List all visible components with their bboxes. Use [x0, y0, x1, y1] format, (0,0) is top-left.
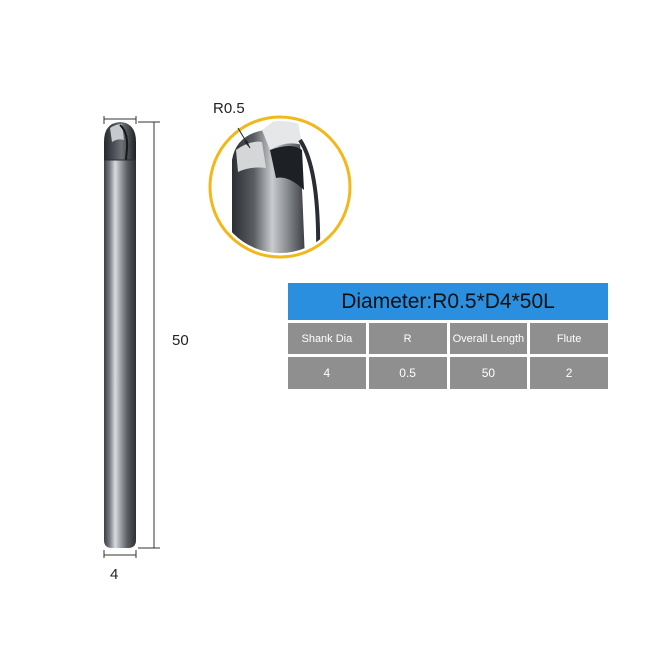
value-overall-length: 50	[449, 357, 528, 389]
value-shank-dia: 4	[288, 357, 366, 389]
value-flute: 2	[530, 357, 608, 389]
spec-table-header-row: Shank Dia R Overall Length Flute	[288, 323, 608, 354]
header-shank-dia: Shank Dia	[288, 323, 366, 354]
radius-callout-label: R0.5	[213, 100, 245, 117]
dimension-lines	[103, 116, 160, 558]
spec-table: Diameter:R0.5*D4*50L Shank Dia R Overall…	[288, 283, 608, 389]
header-r: R	[368, 323, 447, 354]
header-flute: Flute	[530, 323, 608, 354]
header-overall-length: Overall Length	[449, 323, 528, 354]
diameter-dimension-label: 4	[110, 566, 119, 583]
spec-table-title: Diameter:R0.5*D4*50L	[288, 283, 608, 320]
length-dimension-label: 50	[172, 332, 189, 349]
spec-table-value-row: 4 0.5 50 2	[288, 357, 608, 389]
zoom-detail	[208, 115, 352, 259]
end-mill-image	[104, 122, 136, 548]
value-r: 0.5	[368, 357, 447, 389]
